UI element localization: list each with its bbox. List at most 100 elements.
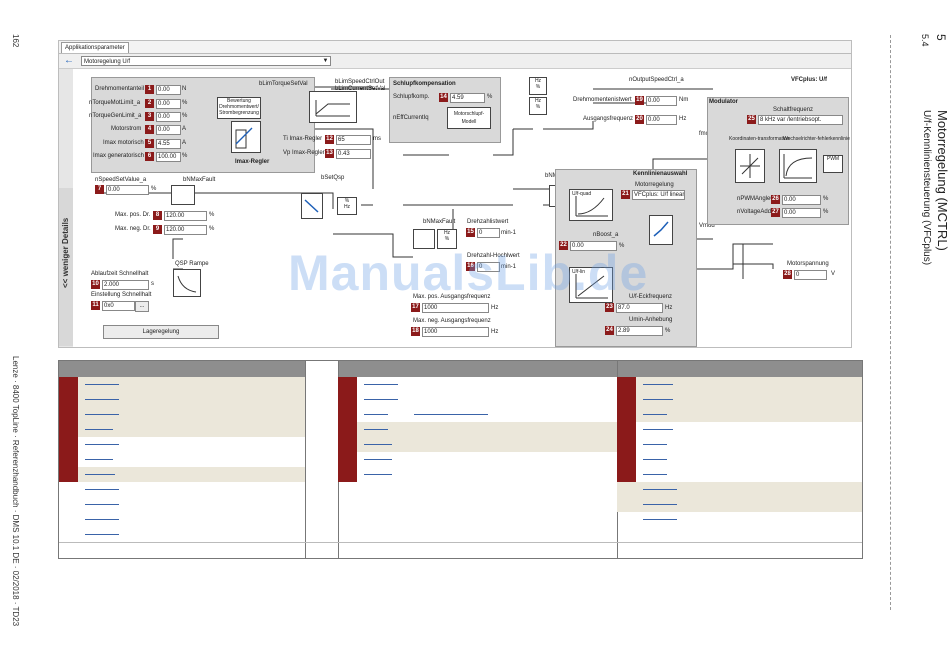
num-badge-24: 24: [605, 326, 614, 335]
boost-field[interactable]: 0.00: [570, 241, 617, 251]
ramp-field[interactable]: 2.000: [102, 280, 149, 290]
out-freq-field[interactable]: 0.00: [646, 115, 677, 125]
hz-converter-2: Hz%: [529, 97, 547, 115]
wechsel-label: Wechselrichter-fehlerkennlinie: [783, 136, 850, 142]
app-window: Applikationsparameter ← Motoregelung U/f…: [58, 40, 852, 348]
imax-field-3[interactable]: 0.00: [156, 112, 181, 122]
center-maxneg-unit: Hz: [491, 329, 499, 335]
speed-field[interactable]: 0.00: [106, 185, 149, 195]
imax-label-1: Drehmomentanteil: [95, 86, 145, 92]
koord-block: [735, 149, 765, 183]
imax-field-5[interactable]: 4.55: [156, 139, 181, 149]
speed-label: nSpeedSetValue_a: [95, 177, 147, 183]
ti-unit: ms: [373, 136, 381, 142]
center-speed-field[interactable]: 0: [477, 228, 500, 238]
center-limit-label: Drehzahl-Hochlwert: [467, 253, 520, 259]
mode-label: VFCplus: U/f: [791, 77, 827, 83]
tab-applikationsparameter[interactable]: Applikationsparameter: [61, 42, 129, 53]
limiter-block-1: [171, 185, 195, 205]
vadd-unit: %: [823, 209, 829, 215]
mv-field[interactable]: 0: [794, 270, 827, 280]
qsp-ramp-block: [173, 269, 201, 297]
pwm-label: PWM: [826, 156, 840, 162]
vadd-field[interactable]: 0.00: [782, 208, 821, 218]
watermark: ManualsLib.de: [288, 245, 649, 301]
eck-field[interactable]: 87.0: [616, 303, 663, 313]
imax-field-2[interactable]: 0.00: [156, 99, 181, 109]
imax-label-4: Motorstrom: [111, 126, 142, 132]
num-badge-11: 11: [91, 301, 100, 310]
center-limit-field[interactable]: 0: [477, 262, 500, 272]
chapter-title: Motorregelung (MCTRL): [935, 110, 950, 251]
ramp2-field[interactable]: 0x0: [102, 301, 135, 311]
mreg-field[interactable]: VFCplus: U/f linear: [632, 190, 685, 200]
out-freq-unit: Hz: [679, 116, 687, 122]
table-row: [338, 407, 617, 422]
vp-field[interactable]: 0.43: [336, 149, 371, 159]
table-row: [59, 467, 305, 482]
table-row: [59, 497, 305, 512]
num-badge-6: 6: [145, 152, 154, 161]
table-header-1: [59, 361, 305, 377]
num-badge-2: 2: [145, 99, 154, 108]
maxneg-label: Max. neg. Dr.: [115, 226, 151, 232]
imax-field-1[interactable]: 0.00: [156, 85, 181, 95]
maxneg-field[interactable]: 120.00: [164, 225, 207, 235]
ramp-label: Ablaufzeit Schnellhalt: [91, 271, 149, 277]
diagram-canvas: bLimTorqueSetVal bLimSpeedCtrlOut bLimCu…: [73, 69, 851, 347]
koord-label: Koordinaten-transformation: [729, 136, 790, 142]
lageregelung-button[interactable]: Lageregelung: [103, 325, 219, 339]
imax-field-6[interactable]: 100.00: [156, 152, 181, 162]
wechsel-icon: [783, 154, 813, 179]
ramp-icon: [177, 275, 197, 293]
details-toggle[interactable]: << weniger Details: [59, 188, 74, 346]
umin-field[interactable]: 2.89: [616, 326, 663, 336]
num-badge-25: 25: [747, 115, 756, 124]
num-badge-4: 4: [145, 125, 154, 134]
imax-sig-torqueset: bLimTorqueSetVal: [259, 81, 308, 87]
back-arrow-icon[interactable]: ←: [64, 55, 74, 66]
chevron-down-icon[interactable]: ▼: [322, 58, 329, 64]
center-maxneg-field[interactable]: 1000: [422, 327, 489, 337]
center-maxpos-field[interactable]: 1000: [422, 303, 489, 313]
imax-group: [91, 77, 315, 173]
num-badge-5: 5: [145, 139, 154, 148]
table-row: [338, 422, 617, 437]
slip-model-text: Motorschlupf-Modell: [453, 111, 485, 125]
table-row: [617, 392, 862, 407]
eck-unit: Hz: [665, 305, 673, 311]
imax-title: Imax-Regler: [235, 159, 270, 165]
speed-fault: bNMaxFault: [183, 177, 216, 183]
table-row: [617, 497, 862, 512]
mreg-label: Motorregelung: [635, 182, 674, 188]
slip-field[interactable]: 4.59: [450, 93, 485, 103]
sf-select[interactable]: 8 kHz var /lentriebsopt.: [758, 115, 843, 125]
ramp2-dropdown-button[interactable]: ...: [135, 301, 149, 312]
imax-unit-2: %: [182, 100, 188, 106]
module-select[interactable]: Motoregelung U/f ▼: [81, 56, 331, 66]
ti-field[interactable]: 65: [336, 135, 371, 145]
center-maxneg-label: Max. neg. Ausgangsfrequenz: [413, 318, 491, 324]
imax-unit-1: N: [182, 86, 187, 92]
num-badge-13: 13: [325, 149, 334, 158]
table-row: [59, 437, 305, 452]
table-row: [338, 452, 617, 467]
num-badge-20: 20: [635, 115, 644, 124]
imax-unit-6: %: [182, 153, 188, 159]
vadd-label: nVoltageAdd_a: [737, 209, 778, 215]
hz-converter-4: Hz%: [437, 229, 457, 249]
angle-field[interactable]: 0.00: [782, 195, 821, 205]
mv-unit: V: [831, 271, 836, 277]
out-torque-field[interactable]: 0.00: [646, 96, 677, 106]
center-fault-2: bNMaxFault: [423, 219, 456, 225]
margin-dashed-line: [890, 35, 891, 610]
limit-curve-block: [309, 91, 357, 123]
table-row: [617, 377, 862, 392]
num-badge-14: 14: [439, 93, 448, 102]
fmod-label: fmod: [699, 131, 713, 137]
table-header-2: [338, 361, 617, 377]
imax-field-4[interactable]: 0.00: [156, 125, 181, 135]
table-row: [338, 377, 617, 392]
maxpos-field[interactable]: 120.00: [164, 211, 207, 221]
mv-label: Motorspannung: [787, 261, 829, 267]
